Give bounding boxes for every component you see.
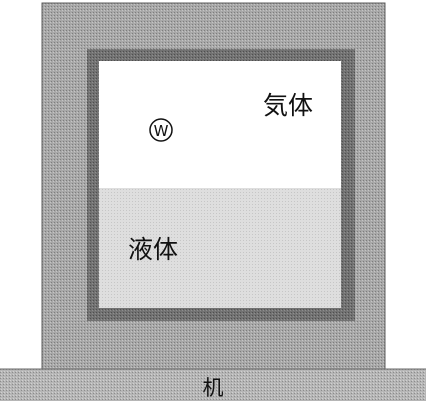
weight-label: W xyxy=(154,122,169,140)
weight-marker: W xyxy=(149,118,173,142)
desk-label: 机 xyxy=(203,376,224,400)
desk xyxy=(0,369,426,401)
gas-region xyxy=(99,61,341,188)
liquid-region xyxy=(99,188,341,308)
liquid-label: 液体 xyxy=(128,235,178,264)
weight-circle xyxy=(149,118,173,142)
gas-label: 気体 xyxy=(263,91,313,120)
